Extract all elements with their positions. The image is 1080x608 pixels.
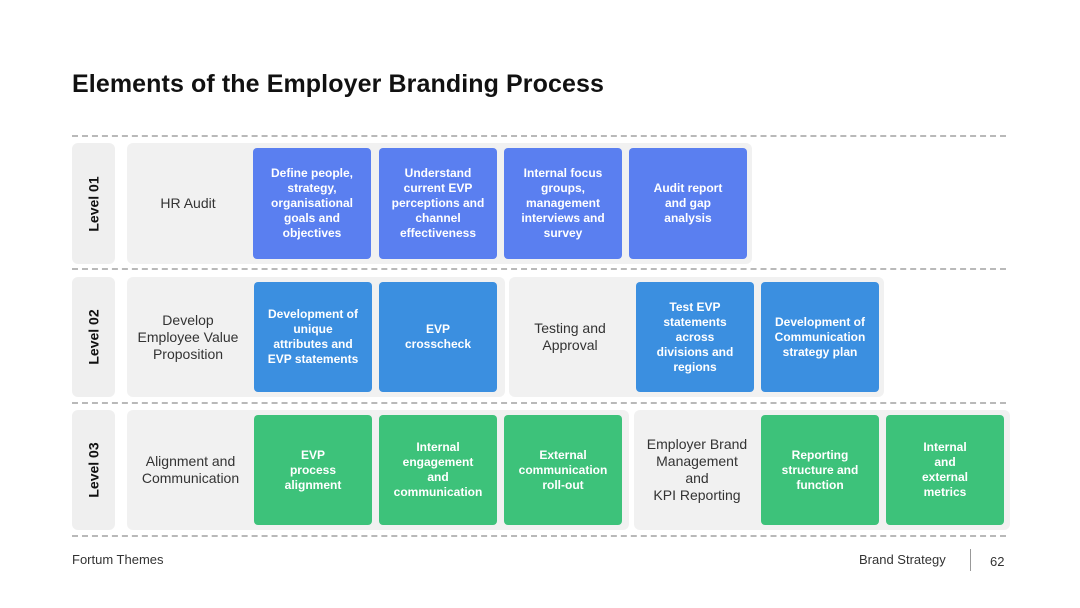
page-number: 62 [990,554,1005,569]
level-label: Level 02 [85,309,102,365]
level-03-tab: Level 03 [72,410,115,530]
divider [72,535,1006,537]
step-box: External communication roll-out [504,415,622,525]
step-box: Audit report and gap analysis [629,148,747,259]
step-box: Internal and external metrics [886,415,1004,525]
phase-label-develop-evp: Develop Employee Value Proposition [137,311,239,362]
step-box: Understand current EVP perceptions and c… [379,148,497,259]
step-box: EVP crosscheck [379,282,497,392]
step-box: Internal focus groups, management interv… [504,148,622,259]
divider [72,402,1006,404]
divider [72,268,1006,270]
step-box: Internal engagement and communication [379,415,497,525]
level-label: Level 03 [85,442,102,498]
step-box: Reporting structure and function [761,415,879,525]
page-title: Elements of the Employer Branding Proces… [72,70,605,98]
footer-section: Brand Strategy [859,552,946,567]
step-box: Define people, strategy, organisational … [253,148,371,259]
footer-brand: Fortum Themes [72,552,164,567]
divider [72,135,1006,137]
level-label: Level 01 [85,175,102,232]
phase-label-hr-audit: HR Audit [160,195,216,211]
phase-label-brand-management: Employer Brand Management and KPI Report… [646,436,748,503]
step-box: Development of Communication strategy pl… [761,282,879,392]
step-box: Development of unique attributes and EVP… [254,282,372,392]
step-box: EVP process alignment [254,415,372,525]
phase-label-alignment: Alignment and Communication [141,453,240,486]
footer-separator [970,549,971,571]
step-box: Test EVP statements across divisions and… [636,282,754,392]
phase-label-testing-approval: Testing and Approval [534,320,606,353]
level-02-tab: Level 02 [72,277,115,397]
level-01-tab: Level 01 [72,143,115,264]
